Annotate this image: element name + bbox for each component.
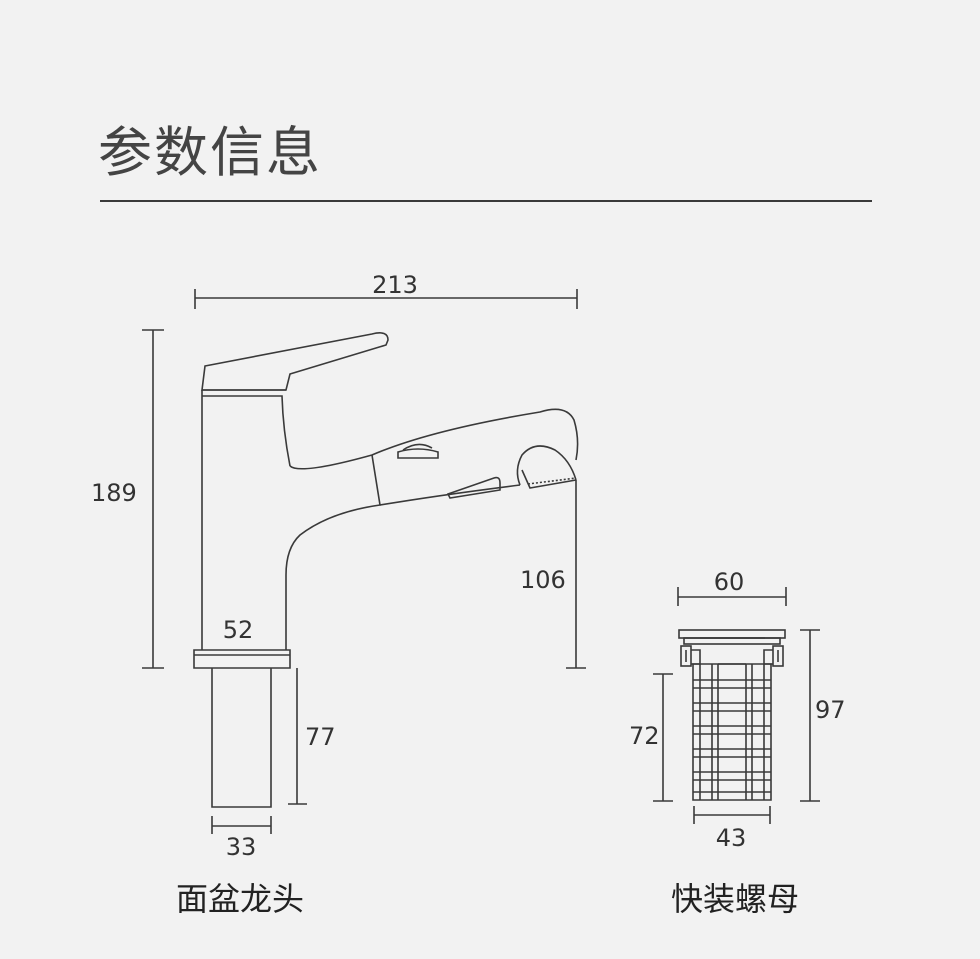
nut-total-height-label: 97: [815, 696, 846, 724]
page-title: 参数信息: [98, 121, 322, 184]
shank-width-label: 33: [226, 833, 257, 861]
shank-width-dimension: [211, 816, 272, 834]
faucet-width-dimension: [194, 289, 578, 309]
spout-height-dimension: [566, 480, 586, 669]
nut-total-height-dimension: [800, 629, 820, 802]
nut-bottom-width-label: 43: [716, 824, 747, 852]
spout-height-label: 106: [520, 566, 566, 594]
shank-height-dimension: [288, 668, 307, 805]
nut-bottom-width-dimension: [693, 806, 771, 824]
faucet-width-label: 213: [372, 271, 418, 299]
faucet-height-label: 189: [91, 479, 137, 507]
nut-body-height-label: 72: [629, 722, 660, 750]
shank-height-label: 77: [305, 723, 336, 751]
faucet-caption: 面盆龙头: [176, 880, 304, 918]
nut-outline: [678, 629, 786, 801]
faucet-height-dimension: [142, 329, 164, 669]
nut-caption: 快装螺母: [671, 880, 799, 918]
title-divider: [100, 200, 872, 202]
nut-top-width-label: 60: [714, 568, 745, 596]
faucet-outline: [193, 332, 579, 808]
base-width-label: 52: [223, 616, 254, 644]
nut-body-height-dimension: [653, 673, 673, 802]
nut-top-width-dimension: [677, 587, 787, 606]
